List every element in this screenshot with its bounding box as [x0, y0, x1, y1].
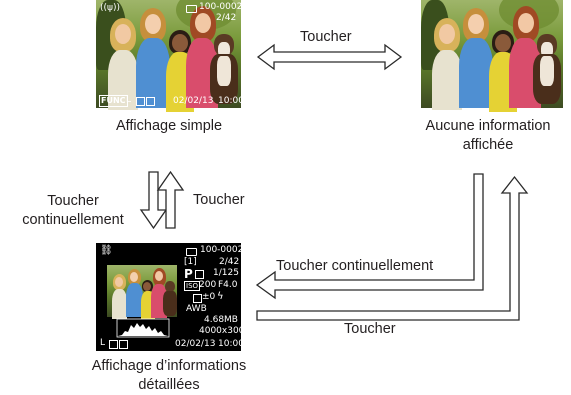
file-number: 100-0002: [199, 2, 243, 12]
up-arrow-left: [156, 170, 185, 229]
no-info-screen: [421, 0, 563, 112]
single-image-icon: [1]: [184, 257, 197, 267]
file-size: 4.68MB: [204, 315, 238, 325]
up-arrow-label: Toucher: [193, 192, 245, 208]
aperture-value: F4.0: [218, 280, 238, 290]
file-number: 100-0002: [200, 245, 244, 255]
elbow-arrow-touch: [256, 175, 529, 321]
protect-icon: [136, 97, 145, 106]
down-arrow-label-line1: Toucher: [47, 193, 99, 209]
battery-icon: [186, 5, 197, 13]
detailed-display-caption: Affichage d’informations détaillées: [60, 357, 278, 395]
exposure-comp-icon: [193, 294, 202, 303]
battery-icon: [186, 248, 197, 256]
func-button[interactable]: FUNC: [99, 95, 128, 107]
down-arrow-label: Toucher continuellement: [8, 192, 138, 230]
no-info-caption-line2: affichée: [462, 137, 514, 153]
continuous-arrow-label: Toucher continuellement: [276, 258, 434, 274]
protect-icon: [109, 340, 118, 349]
capture-date: 02/02/13: [173, 96, 214, 106]
family-photo: [421, 0, 563, 112]
capture-date: 02/02/13: [175, 339, 216, 349]
elbow-arrow-continuous: [255, 173, 484, 300]
metering-icon: [195, 270, 204, 279]
touch-arrow-label: Toucher: [344, 321, 396, 337]
down-arrow-label-line2: continuellement: [22, 212, 124, 228]
shutter-speed: 1/125: [213, 268, 239, 278]
thumbnail-photo: [107, 265, 177, 319]
simple-display-screen: ((ψ)) 100-0002 2/42 FUNC L 02/02/13 10:0…: [96, 0, 244, 112]
image-size: L: [100, 338, 106, 348]
rating-icon: [146, 97, 155, 106]
detailed-caption-line2: détaillées: [138, 377, 200, 393]
no-info-caption: Aucune information affichée: [405, 117, 571, 155]
capture-time: 10:00: [218, 96, 244, 106]
resolution: 4000x3000: [199, 326, 251, 336]
link-icon: ⛓: [100, 245, 113, 256]
image-size: L: [126, 95, 132, 105]
exposure-comp-value: ±0: [202, 292, 216, 302]
iso-value: 200: [199, 280, 217, 290]
top-arrow-label: Toucher: [300, 29, 352, 45]
iso-icon: ISO: [184, 281, 201, 291]
family-photo: [96, 0, 241, 112]
flash-icon: ϟ: [217, 291, 224, 302]
down-arrow-left: [139, 171, 168, 230]
rating-icon: [119, 340, 128, 349]
double-arrow-top: [256, 43, 403, 71]
detailed-display-screen: ⛓ 100-0002 [1]: [96, 243, 250, 351]
no-info-caption-line1: Aucune information: [425, 118, 551, 134]
capture-time: 10:00: [218, 339, 244, 349]
histogram: [116, 318, 170, 338]
image-count: 2/42: [219, 257, 240, 267]
wifi-icon: ((ψ)): [100, 3, 120, 13]
detailed-caption-line1: Affichage d’informations: [91, 358, 247, 374]
white-balance-icon: AWB: [186, 304, 207, 314]
shooting-mode: P: [184, 267, 193, 281]
image-count: 2/42: [216, 13, 237, 23]
simple-display-caption: Affichage simple: [115, 118, 223, 134]
